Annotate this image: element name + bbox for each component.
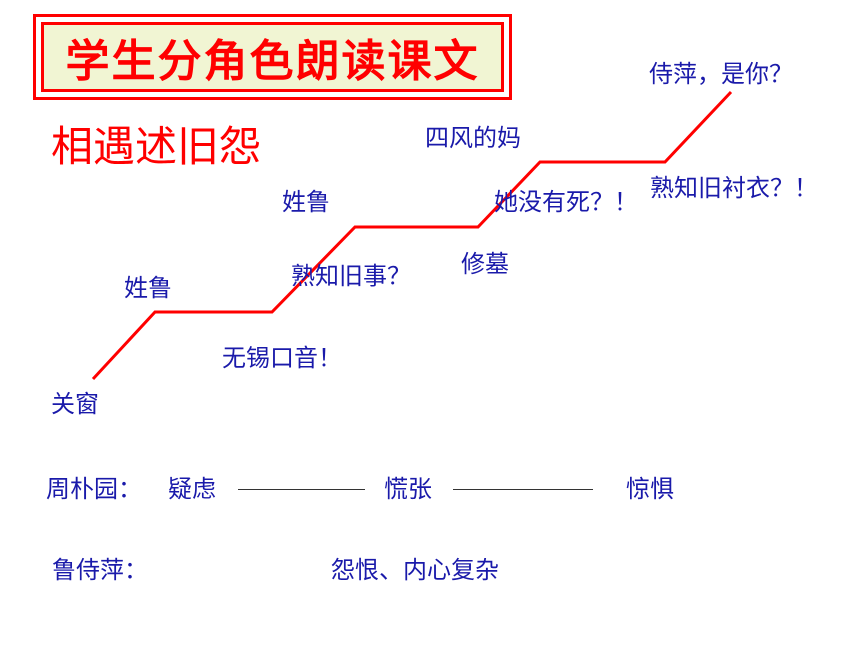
lu-emotion-resentment: 怨恨、内心复杂 xyxy=(331,556,499,584)
zhou-emotion-fear: 惊惧 xyxy=(626,475,674,503)
emotion-divider-2 xyxy=(453,489,593,490)
step-label-knows-old-shirt: 熟知旧衬衣？！ xyxy=(650,174,818,202)
staircase-line xyxy=(91,90,733,381)
zhou-emotion-panic: 慌张 xyxy=(384,475,432,503)
step-label-shiping-is-you: 侍萍，是你？ xyxy=(649,60,793,88)
lu-shiping-label: 鲁侍萍： xyxy=(52,556,148,584)
zhou-puyuan-label: 周朴园： xyxy=(46,475,142,503)
step-label-sifeng-mother: 四风的妈 xyxy=(425,124,521,152)
section-subtitle: 相遇述旧怨 xyxy=(51,122,262,171)
step-label-wuxi-accent: 无锡口音！ xyxy=(222,344,342,372)
page-title: 学生分角色朗读课文 xyxy=(41,22,504,92)
step-label-tomb-repair: 修墓 xyxy=(461,250,509,278)
step-label-surname-lu-2: 姓鲁 xyxy=(282,188,330,216)
title-frame: 学生分角色朗读课文 xyxy=(33,14,512,100)
step-label-close-window: 关窗 xyxy=(51,390,99,418)
step-label-surname-lu-1: 姓鲁 xyxy=(124,274,172,302)
step-label-knows-old-affairs: 熟知旧事？ xyxy=(291,262,411,290)
emotion-divider-1 xyxy=(238,489,365,490)
zhou-emotion-doubt: 疑虑 xyxy=(168,475,216,503)
step-label-she-not-dead: 她没有死？！ xyxy=(494,188,638,216)
